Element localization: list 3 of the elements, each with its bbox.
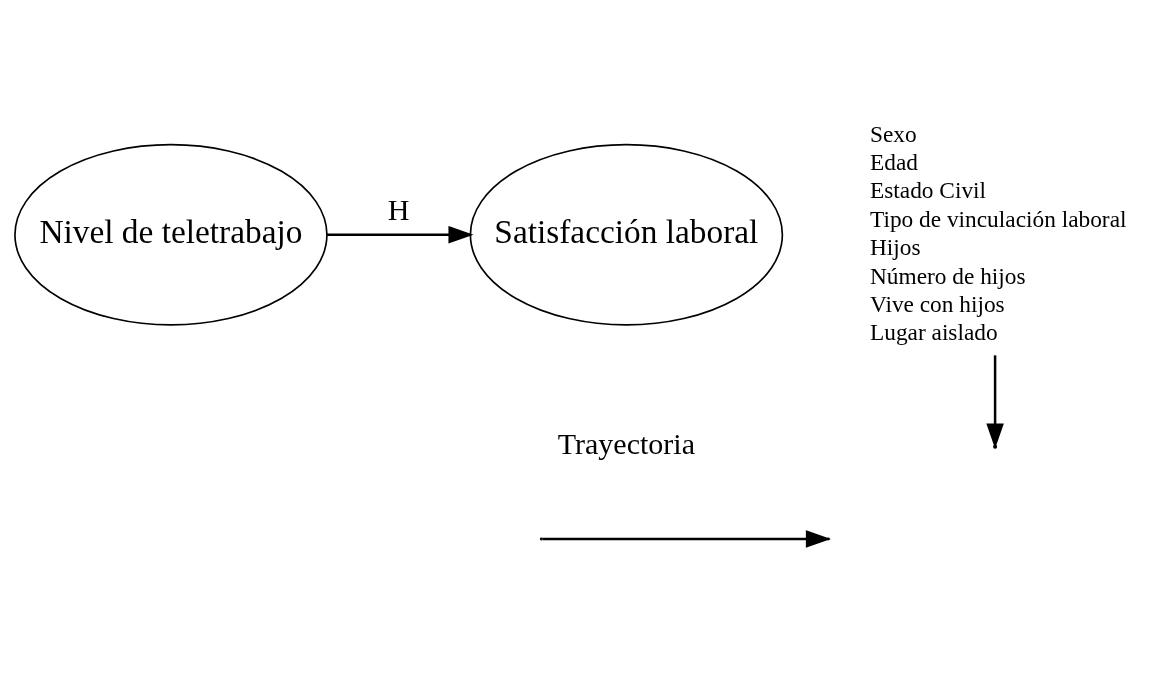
legend-label: Trayectoria bbox=[557, 427, 696, 461]
node-text: Sexo Edad Estado Civil Tipo de vinculación laboral Hijos Número de hijos Vive con hijos Lugar aislado bbox=[869, 120, 1127, 346]
edge-label: H bbox=[387, 193, 410, 227]
